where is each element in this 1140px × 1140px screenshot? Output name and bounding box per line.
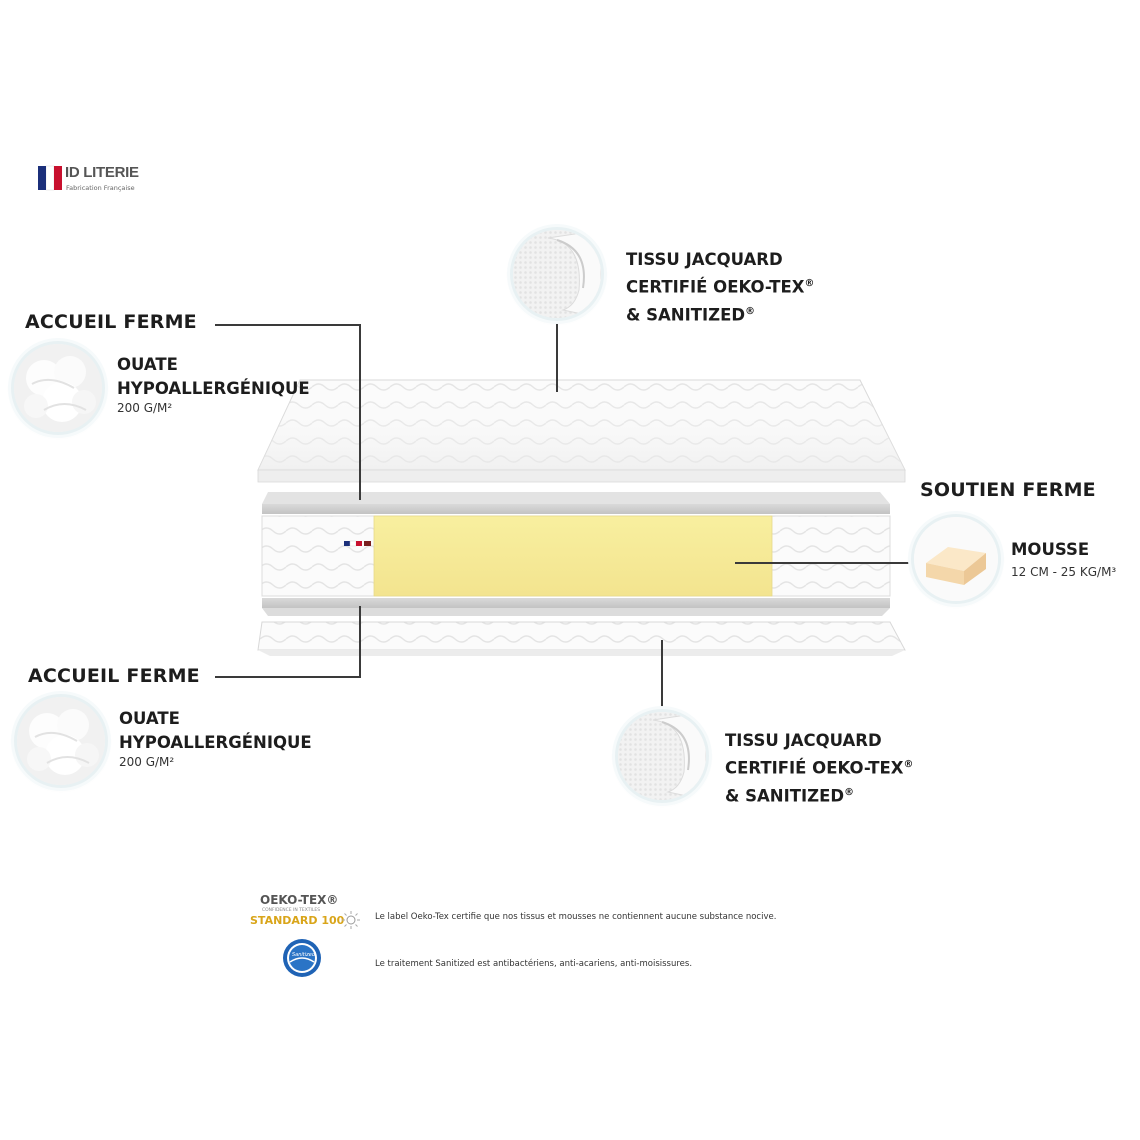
comfort-top-name2: HYPOALLERGÉNIQUE xyxy=(117,379,310,398)
comfort-top-title: ACCUEIL FERME xyxy=(25,311,197,333)
brand-name: ID LITERIE xyxy=(65,164,139,181)
comfort-bottom-name2: HYPOALLERGÉNIQUE xyxy=(119,733,312,752)
bottom-fabric-label: TISSU JACQUARD CERTIFIÉ OEKO-TEX® & SANI… xyxy=(725,729,913,808)
core-block xyxy=(261,515,891,597)
top-fabric-line2: CERTIFIÉ OEKO-TEX xyxy=(626,277,805,297)
brand-tagline: Fabrication Française xyxy=(66,184,135,192)
leader-lines xyxy=(215,318,912,716)
oeko-tex-logo-title: OEKO-TEX® xyxy=(260,893,339,907)
bottom-fabric-line1: TISSU JACQUARD xyxy=(725,731,882,750)
oeko-tex-sun-icon xyxy=(342,911,360,929)
support-name: MOUSSE xyxy=(1011,540,1090,559)
sanitized-logo: Sanitized xyxy=(282,938,322,978)
comfort-bottom-name1: OUATE xyxy=(119,709,180,728)
bottom-fabric-line2-row: CERTIFIÉ OEKO-TEX® xyxy=(725,753,913,781)
comfort-bottom-swatch xyxy=(17,697,105,785)
top-fabric-panel xyxy=(257,379,906,483)
bottom-fabric-swatch xyxy=(618,712,706,800)
top-fabric-swatch xyxy=(513,230,601,318)
top-fabric-label: TISSU JACQUARD CERTIFIÉ OEKO-TEX® & SANI… xyxy=(626,248,814,327)
top-fabric-mark-b: ® xyxy=(745,305,755,317)
oeko-tex-logo-sub: CONFIDENCE IN TEXTILES xyxy=(262,908,321,913)
bottom-fabric-line3-row: & SANITIZED® xyxy=(725,781,913,809)
comfort-top-swatch xyxy=(14,344,102,432)
bottom-comfort-layer xyxy=(262,598,890,616)
support-spec: 12 CM - 25 KG/M³ xyxy=(1011,565,1117,579)
bottom-fabric-line3: & SANITIZED xyxy=(725,786,845,805)
comfort-bottom-label: OUATE HYPOALLERGÉNIQUE xyxy=(119,707,312,755)
top-fabric-line3: & SANITIZED xyxy=(626,305,746,324)
bottom-fabric-line2: CERTIFIÉ OEKO-TEX xyxy=(725,758,904,778)
comfort-bottom-title: ACCUEIL FERME xyxy=(28,665,200,687)
oeko-tex-logo: OEKO-TEX® CONFIDENCE IN TEXTILES STANDAR… xyxy=(250,893,366,933)
support-swatch xyxy=(914,517,998,601)
sanitized-text: Le traitement Sanitized est antibactérie… xyxy=(375,959,693,969)
top-fabric-line1: TISSU JACQUARD xyxy=(626,250,783,269)
comfort-top-spec: 200 G/M² xyxy=(117,401,173,415)
top-comfort-layer xyxy=(262,492,890,514)
top-fabric-line2-row: CERTIFIÉ OEKO-TEX® xyxy=(626,272,814,300)
brand-flag-icon xyxy=(38,165,62,191)
comfort-top-label: OUATE HYPOALLERGÉNIQUE xyxy=(117,353,310,401)
top-fabric-mark-a: ® xyxy=(804,278,815,289)
top-fabric-line3-row: & SANITIZED® xyxy=(626,300,814,328)
support-title: SOUTIEN FERME xyxy=(920,479,1096,501)
oeko-tex-standard: STANDARD 100 xyxy=(250,914,345,927)
bottom-fabric-mark-b: ® xyxy=(844,786,854,798)
bottom-fabric-panel xyxy=(257,621,906,656)
bottom-fabric-mark-a: ® xyxy=(903,759,914,770)
sanitized-logo-text: Sanitized xyxy=(292,952,316,958)
sanitized-badge-icon xyxy=(283,939,321,977)
oeko-tex-text: Le label Oeko-Tex certifie que nos tissu… xyxy=(375,912,777,922)
comfort-bottom-spec: 200 G/M² xyxy=(119,755,175,769)
brand-logo: ID LITERIE Fabrication Française xyxy=(38,164,158,196)
comfort-top-name1: OUATE xyxy=(117,355,178,374)
